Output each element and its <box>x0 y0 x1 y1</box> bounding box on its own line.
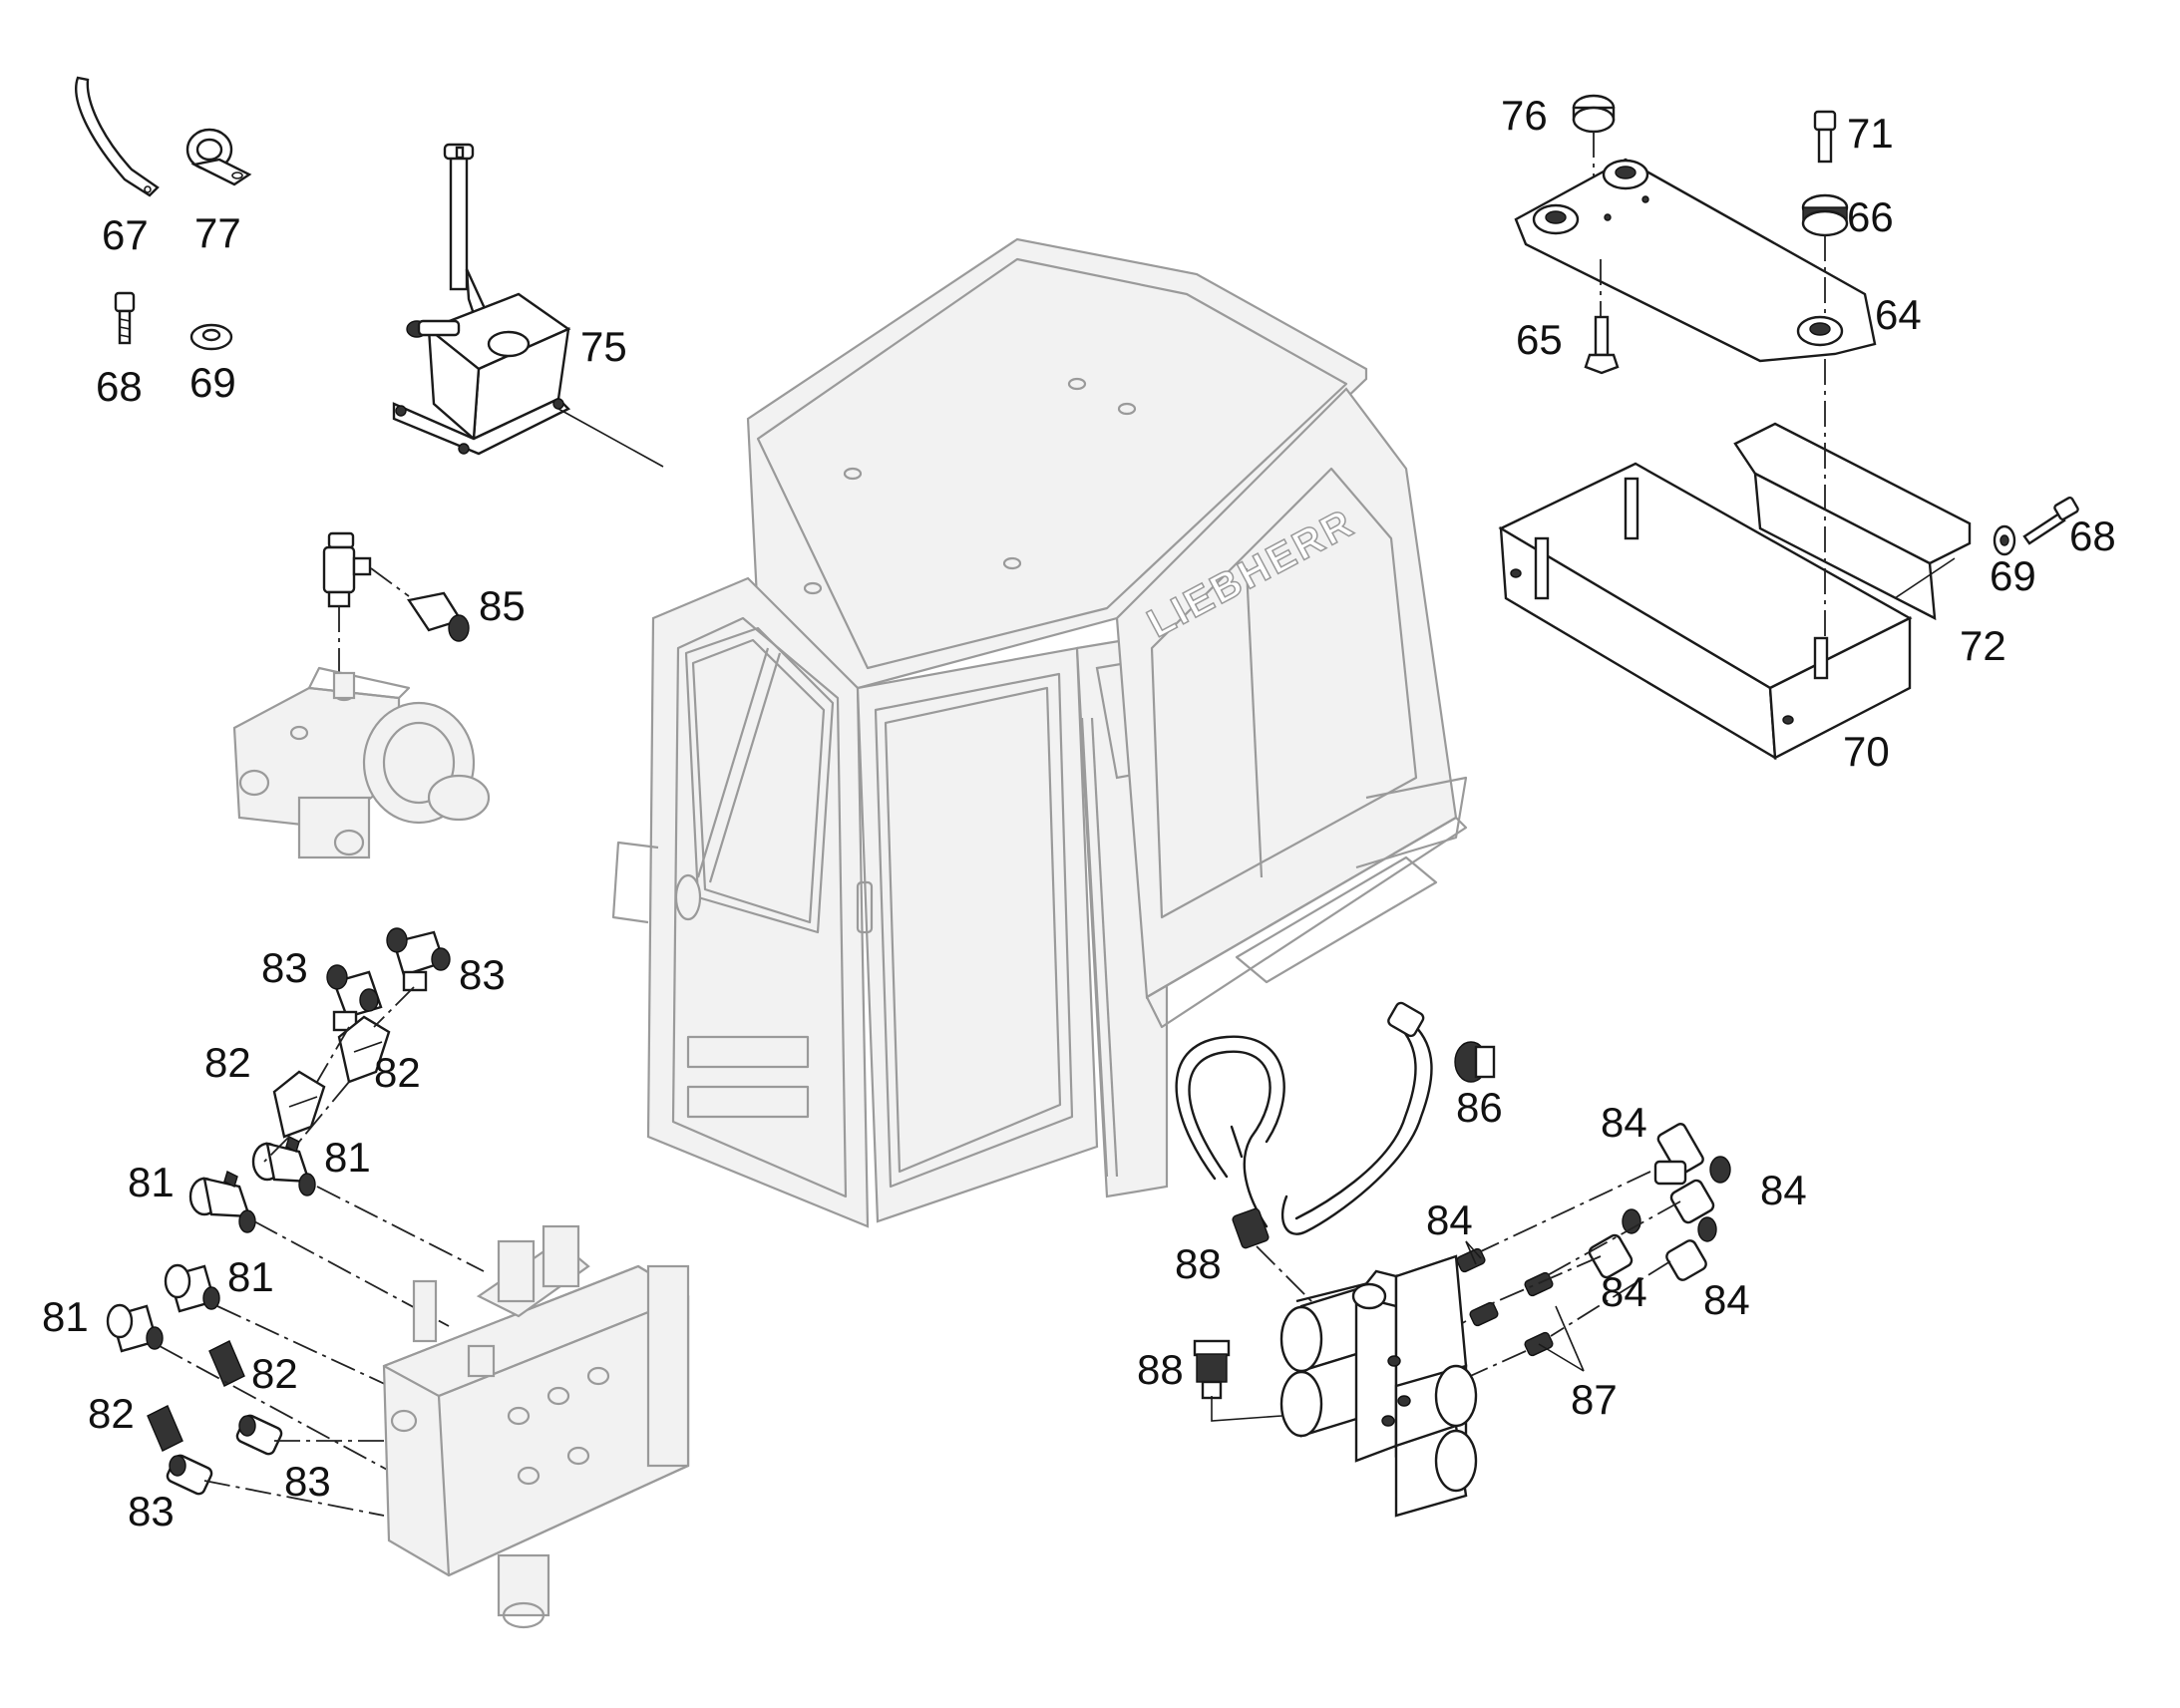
part-82-nut-c <box>208 1340 245 1387</box>
part-84-elbow-a <box>1653 1123 1704 1186</box>
part-81-fitting-d <box>106 1303 164 1353</box>
part-64-plate <box>1514 158 1877 363</box>
label-66: 66 <box>1847 193 1894 240</box>
label-77: 77 <box>194 209 241 256</box>
label-84-right-lower: 84 <box>1703 1276 1750 1323</box>
label-75: 75 <box>580 323 627 370</box>
label-68: 68 <box>96 363 143 410</box>
label-84-top: 84 <box>1601 1099 1647 1146</box>
label-86: 86 <box>1456 1084 1503 1131</box>
label-81-lower-left: 81 <box>42 1293 89 1340</box>
part-83-fitting-d <box>166 1454 213 1496</box>
leader-72 <box>1894 557 1956 599</box>
label-84-right-upper: 84 <box>1760 1167 1807 1213</box>
part-66-isolator <box>1801 193 1849 237</box>
label-84-middle: 84 <box>1601 1268 1647 1315</box>
label-88-lower: 88 <box>1137 1346 1184 1393</box>
part-84-elbow-d <box>1665 1216 1717 1281</box>
label-82-top-left: 82 <box>204 1039 251 1086</box>
label-82-lower-right: 82 <box>251 1350 298 1397</box>
part-83-fitting-a <box>326 964 383 1032</box>
part-labels: 67 77 68 69 75 85 76 71 66 64 65 68 69 7… <box>42 92 2116 1535</box>
part-68-screw-right <box>2022 496 2079 545</box>
part-69-washer <box>189 323 233 351</box>
label-81-upper-right: 81 <box>324 1134 371 1181</box>
part-77-clamp <box>185 128 252 186</box>
part-82-nut-d <box>147 1405 183 1452</box>
part-76-washer <box>1572 94 1616 134</box>
main-control-valve-grey <box>382 1224 690 1629</box>
label-70: 70 <box>1843 728 1890 775</box>
part-84-adapters <box>1456 1247 1554 1327</box>
label-67: 67 <box>102 211 149 258</box>
operator-cab: LIEBHERR <box>611 237 1468 1228</box>
label-85: 85 <box>479 582 526 629</box>
part-67-strap <box>75 76 160 197</box>
part-83-fitting-b <box>386 927 451 992</box>
part-88-fitting-a <box>1232 1207 1327 1317</box>
part-88-fitting-b <box>1193 1339 1312 1422</box>
label-71: 71 <box>1847 110 1894 157</box>
label-84-left: 84 <box>1426 1196 1473 1243</box>
part-69-washer-right <box>1993 524 2016 556</box>
label-83-top-left: 83 <box>261 944 308 991</box>
part-81-fitting-c <box>164 1263 220 1313</box>
label-81-lower-right: 81 <box>227 1253 274 1300</box>
part-72-bracket <box>1733 422 1972 621</box>
label-83-lower-right: 83 <box>284 1458 331 1505</box>
label-82-top-right: 82 <box>374 1049 421 1096</box>
part-82-nut-b <box>337 1015 391 1084</box>
leader-lines-lower-left <box>159 1305 390 1517</box>
part-82-nut-a <box>272 1070 326 1139</box>
part-84-elbow-b <box>1669 1156 1731 1224</box>
part-70-box <box>1498 462 1913 761</box>
label-69-right: 69 <box>1990 552 2036 599</box>
solenoid-valve-block <box>1279 1254 1478 1518</box>
label-82-lower-left: 82 <box>88 1390 135 1437</box>
label-69: 69 <box>189 359 236 406</box>
label-72: 72 <box>1960 622 2006 669</box>
label-83-top-right: 83 <box>459 951 506 998</box>
part-71-screw <box>1813 110 1837 164</box>
label-64: 64 <box>1875 291 1922 338</box>
label-76: 76 <box>1501 92 1548 139</box>
label-88-upper: 88 <box>1175 1240 1222 1287</box>
label-83-lower-left: 83 <box>128 1488 175 1535</box>
part-68-screw <box>114 291 136 345</box>
label-65: 65 <box>1516 316 1563 363</box>
pilot-valve-grey <box>232 666 491 859</box>
label-68-right: 68 <box>2069 512 2116 559</box>
part-85-fitting-group <box>322 531 470 688</box>
label-81-upper-left: 81 <box>128 1159 175 1205</box>
leader-75 <box>557 408 664 468</box>
label-87: 87 <box>1571 1376 1618 1423</box>
part-65-bolt <box>1584 315 1620 375</box>
hose-88-loop <box>1175 1035 1285 1228</box>
hose-86-group <box>1280 1001 1496 1235</box>
part-83-fitting-c <box>235 1414 283 1456</box>
part-81-fitting-a <box>188 1171 256 1233</box>
part-75-lever-assembly <box>392 143 571 456</box>
part-81-fitting-b <box>251 1136 316 1196</box>
